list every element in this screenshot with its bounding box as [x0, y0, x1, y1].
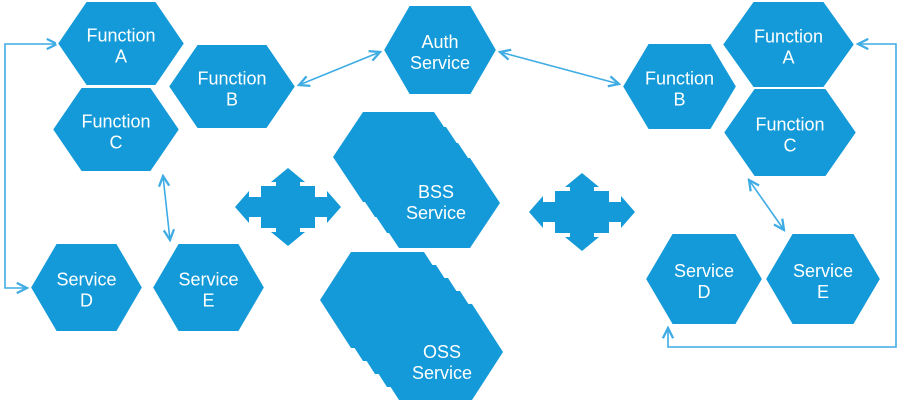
- node-label-line1: OSS: [423, 342, 461, 362]
- node-label-line1: Function: [81, 112, 150, 132]
- node-label-line1: Function: [754, 27, 823, 47]
- connector-layer: [4, 44, 897, 348]
- node-label-line2: A: [115, 47, 127, 67]
- connector-functionB-authservice-left: [299, 52, 380, 85]
- node-label-line2: B: [673, 90, 685, 110]
- node-bss-service-stack: BSS Service: [333, 112, 500, 248]
- node-label-line1: Service: [178, 270, 238, 290]
- node-label-line1: Function: [197, 69, 266, 89]
- connector-functionA-serviceD-left-loop: [4, 44, 57, 288]
- node-label-line1: BSS: [418, 182, 454, 202]
- node-label-line1: Service: [674, 261, 734, 281]
- node-label-line2: Service: [410, 53, 470, 73]
- node-function-b-right: Function B: [620, 42, 739, 131]
- move-cross-arrow-icon-right: [529, 173, 635, 251]
- node-oss-service-stack: OSS Service: [320, 252, 503, 400]
- hexagon-shape: [381, 4, 499, 96]
- node-label-line2: Service: [406, 203, 466, 223]
- stack-hexagon-front: [369, 158, 500, 248]
- node-auth-service: Auth Service: [381, 4, 499, 96]
- hexagon-nodes: Function A Function B Function C Service…: [28, 0, 883, 400]
- connector-functionC-serviceE-right: [749, 180, 784, 230]
- connector-authservice-functionB-right: [500, 52, 619, 84]
- node-label-line2: Service: [412, 363, 472, 383]
- node-function-a-right: Function A: [720, 0, 857, 89]
- node-label-line2: D: [698, 282, 711, 302]
- connector-functionA-serviceD-right-loop: [668, 44, 897, 348]
- node-label-line1: Service: [56, 270, 116, 290]
- node-label-line2: C: [784, 136, 797, 156]
- hexagon-shape: [721, 87, 859, 178]
- hexagon-shape: [50, 86, 182, 173]
- stack-hexagon-front: [368, 304, 503, 400]
- node-function-c-left: Function C: [50, 86, 182, 173]
- node-label-line2: D: [80, 291, 93, 311]
- move-cross-arrow-icon-left: [235, 168, 341, 246]
- hexagon-shape: [620, 42, 739, 131]
- node-function-b-left: Function B: [166, 43, 298, 130]
- node-service-e-left: Service E: [150, 242, 267, 333]
- hexagon-shape: [28, 242, 145, 333]
- node-service-d-left: Service D: [28, 242, 145, 333]
- hexagon-shape: [166, 43, 298, 130]
- node-label-line1: Function: [86, 26, 155, 46]
- hexagon-shape: [643, 232, 765, 326]
- node-label-line1: Auth: [421, 32, 458, 52]
- node-label-line1: Service: [793, 261, 853, 281]
- node-service-d-right: Service D: [643, 232, 765, 326]
- node-label-line2: E: [817, 282, 829, 302]
- hexagon-shape: [150, 242, 267, 333]
- node-function-c-right: Function C: [721, 87, 859, 178]
- node-label-line1: Function: [755, 115, 824, 135]
- hexagon-shape: [763, 232, 883, 326]
- node-service-e-right: Service E: [763, 232, 883, 326]
- node-label-line2: B: [226, 90, 238, 110]
- node-label-line2: C: [110, 133, 123, 153]
- connector-functionC-serviceE-left: [163, 176, 170, 240]
- node-label-line1: Function: [645, 69, 714, 89]
- node-function-a-left: Function A: [55, 0, 187, 87]
- node-label-line2: E: [202, 291, 214, 311]
- node-label-line2: A: [782, 48, 794, 68]
